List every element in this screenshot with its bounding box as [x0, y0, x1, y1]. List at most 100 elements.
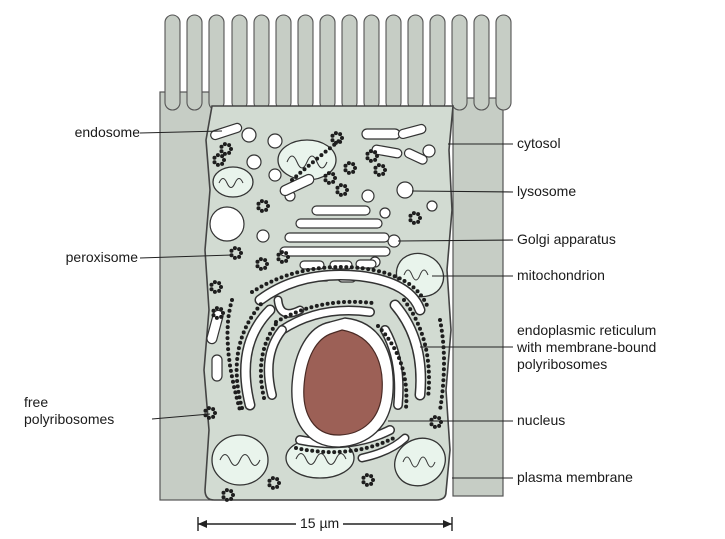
microvillus: [408, 15, 423, 110]
ribosome-dot: [438, 406, 442, 410]
ribosome-dot: [442, 367, 446, 371]
ribosome-dot: [227, 143, 231, 147]
ribosome-dot: [252, 311, 256, 315]
ribosome-dot: [359, 300, 363, 304]
label-er-line3: polyribosomes: [517, 356, 607, 373]
ribosome-dot: [441, 378, 445, 382]
ribosome-dot: [220, 154, 224, 158]
ribosome-dot: [229, 303, 233, 307]
ribosome-dot: [212, 309, 216, 313]
ribosome-dot: [268, 483, 272, 487]
ribosome-dot: [226, 325, 230, 329]
ribosome-dot: [405, 303, 409, 307]
ribosome-dot: [277, 253, 281, 257]
ribosome-dot: [266, 337, 270, 341]
microvillus: [254, 15, 269, 110]
ribosome-dot: [237, 346, 241, 350]
ribosome-dot: [383, 332, 387, 336]
ribosome-dot: [354, 448, 358, 452]
ribosome-dot: [295, 270, 299, 274]
label-endosome: endosome: [36, 124, 140, 141]
ribosome-dot: [441, 384, 445, 388]
ribosome-dot: [353, 300, 357, 304]
ribosome-dot: [392, 346, 396, 350]
microvillus: [364, 15, 379, 110]
ribosome-dot: [213, 160, 217, 164]
ribosome-dot: [298, 171, 302, 175]
ribosome-dot: [441, 389, 445, 393]
ribosome-dot: [266, 204, 270, 208]
ribosome-dot: [229, 369, 233, 373]
ribosome-dot: [285, 274, 289, 278]
ribosome-dot: [219, 285, 223, 289]
ribosome-dot: [399, 361, 403, 365]
ribosome-dot: [207, 406, 211, 410]
ribosome-dot: [433, 425, 437, 429]
ribosome-dot: [226, 336, 230, 340]
microvillus: [320, 15, 335, 110]
ribosome-dot: [427, 386, 431, 390]
ribosome-dot: [237, 247, 241, 251]
ribosome-dot: [260, 385, 264, 389]
ribosome-dot: [322, 266, 326, 270]
ribosome-dot: [235, 357, 239, 361]
ribosome-dot: [343, 192, 347, 196]
ribosome-dot: [320, 303, 324, 307]
microvilli: [165, 15, 511, 110]
ribosome-dot: [437, 416, 441, 420]
ribosome-dot: [332, 143, 336, 147]
ribosome-dot: [309, 305, 313, 309]
ribosome-dot: [257, 202, 261, 206]
ribosome-dot: [401, 366, 405, 370]
ribosome-dot: [375, 154, 379, 158]
ribosome-dot: [242, 330, 246, 334]
ribosome-dot: [369, 474, 373, 478]
ribosome-dot: [306, 268, 310, 272]
ribosome-dot: [327, 450, 331, 454]
ribosome-dot: [264, 342, 268, 346]
ribosome-dot: [233, 256, 237, 260]
ribosome-dot: [213, 411, 217, 415]
ribosome-dot: [259, 363, 263, 367]
ribosome-dot: [236, 352, 240, 356]
ribosome-dot: [274, 322, 278, 326]
ribosome-dot: [437, 424, 441, 428]
ribosome-dot: [339, 193, 343, 197]
ribosome-dot: [416, 212, 420, 216]
ribosome-dot: [355, 266, 359, 270]
ribosome-dot: [305, 448, 309, 452]
ribosome-dot: [369, 482, 373, 486]
right-neighbor-cell: [453, 98, 503, 496]
ribosome-dot: [425, 353, 429, 357]
ribosome-dot: [338, 132, 342, 136]
ribosome-dot: [235, 374, 239, 378]
ribosome-dot: [344, 168, 348, 172]
ribosome-dot: [217, 289, 221, 293]
ribosome-dot: [311, 160, 315, 164]
ribosome-dot: [395, 351, 399, 355]
ribosome-dot: [327, 171, 331, 175]
ribosome-dot: [249, 316, 253, 320]
ribosome-dot: [331, 138, 335, 142]
ribosome-dot: [230, 374, 234, 378]
left-neighbor-cell: [160, 92, 212, 500]
ribosome-dot: [381, 164, 385, 168]
ribosome-dot: [227, 353, 231, 357]
ribosome-dot: [369, 301, 373, 305]
ribosome-dot: [409, 218, 413, 222]
ribosome-dot: [339, 183, 343, 187]
ribosome-dot: [345, 188, 349, 192]
ribosome-dot: [439, 323, 443, 327]
ribosome-dot: [233, 390, 237, 394]
ribosome-dot: [366, 156, 370, 160]
ribosome-dot: [280, 250, 284, 254]
ribosome-dot: [301, 269, 305, 273]
microvillus: [165, 15, 180, 110]
ribosome-dot: [290, 178, 294, 182]
ribosome-dot: [210, 287, 214, 291]
ribosome-dot: [220, 162, 224, 166]
ribosome-dot: [237, 255, 241, 259]
ribosome-dot: [420, 332, 424, 336]
ribosome-dot: [231, 493, 235, 497]
ribosome-dot: [408, 307, 412, 311]
